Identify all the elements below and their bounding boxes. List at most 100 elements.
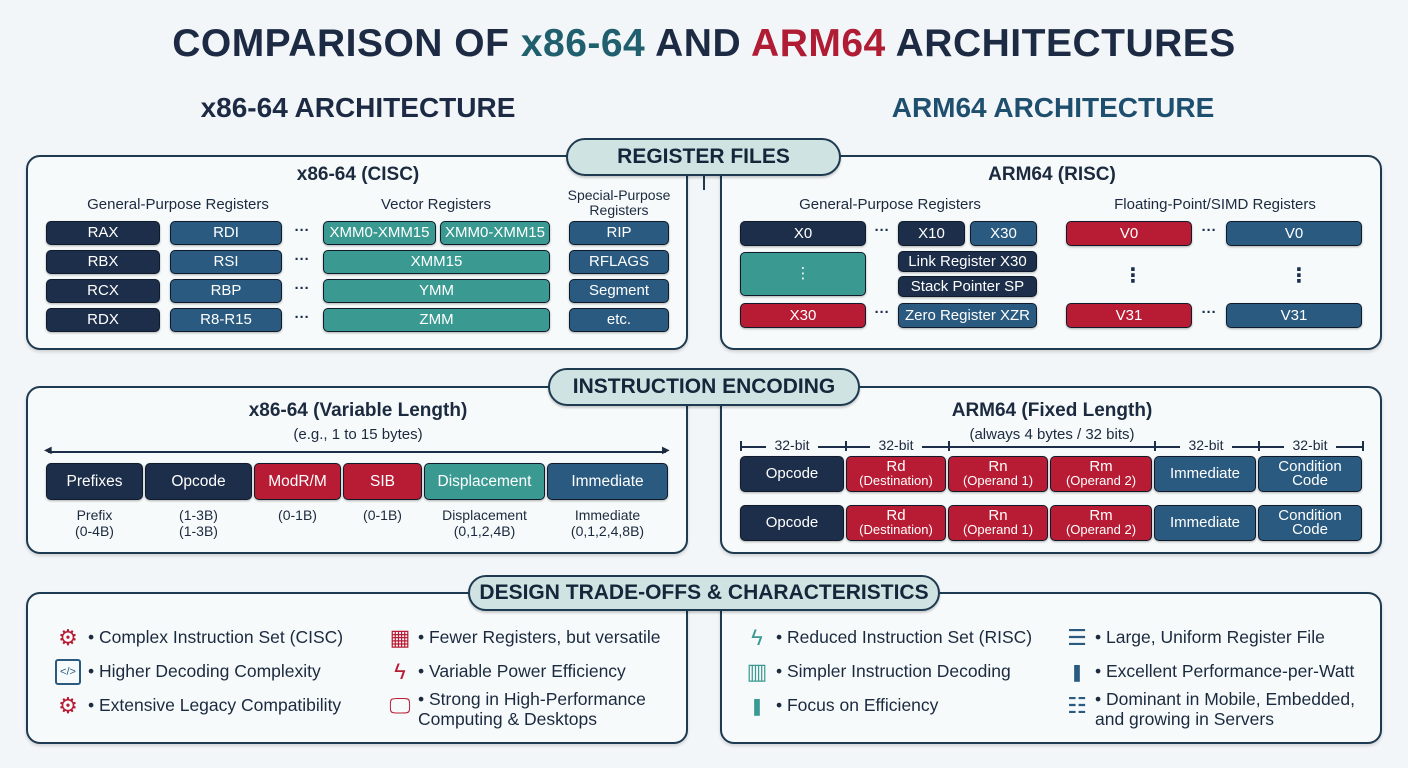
register-box-text: RBP — [210, 282, 242, 299]
encoding-field: Rn(Operand 1) — [948, 505, 1048, 541]
vector-register-box: XMM0-XMM15 — [440, 221, 550, 245]
bit-label-text: 32-bit — [878, 437, 914, 453]
battery-bolt-icon: ▮ — [1072, 659, 1082, 684]
tradeoffs-label: DESIGN TRADE-OFFS & CHARACTERISTICS — [468, 575, 940, 611]
encoding-field: Rm(Operand 2) — [1050, 456, 1152, 492]
register-box-text: X10 — [918, 224, 945, 242]
bit-label-text: 32-bit — [774, 437, 810, 453]
register-box: RCX — [46, 279, 160, 303]
register-box-text: RSI — [213, 253, 239, 270]
bit-tick — [740, 441, 742, 451]
register-files-label: REGISTER FILES — [566, 138, 841, 176]
register-box-text: V0 — [1284, 224, 1304, 242]
tradeoff-text: • Complex Instruction Set (CISC) — [88, 627, 344, 647]
arm-fp-header: Floating-Point/SIMD Registers — [1114, 196, 1316, 213]
tradeoff-item: • Excellent Performance-per-Watt — [1095, 661, 1354, 681]
x86-tradeoffs-panel — [26, 592, 688, 744]
length-arrow — [48, 451, 666, 453]
desktop-monitor-icon: 🖵 — [389, 693, 411, 718]
ellipsis: ··· — [292, 251, 312, 271]
register-box-text: RIP — [606, 224, 632, 241]
register-box-text: V31 — [1115, 306, 1143, 324]
x86-heading: x86-64 ARCHITECTURE — [200, 92, 516, 123]
title-text: COMPARISON OF — [172, 22, 521, 65]
field-size-label: Prefix(0-4B) — [35, 507, 155, 543]
x86-vector-header: Vector Registers — [380, 196, 492, 213]
server-icon: ☷ — [1067, 693, 1087, 718]
register-box: X30 — [970, 221, 1037, 246]
register-box: V31 — [1066, 303, 1192, 328]
field-size-text: Prefix — [76, 507, 113, 523]
tradeoff-text: • Dominant in Mobile, Embedded, — [1095, 689, 1356, 709]
bit-tick — [1154, 441, 1156, 451]
register-box: Zero Register XZR — [898, 303, 1037, 328]
register-box-text: V31 — [1280, 306, 1308, 324]
encoding-field: Rm(Operand 2) — [1050, 505, 1152, 541]
arrow-left-icon: ◀ — [44, 445, 52, 456]
code-window-icon: </> — [55, 659, 81, 685]
encoding-field-text: Opcode — [171, 472, 226, 490]
vector-register-box-text: XMM0-XMM15 — [444, 224, 545, 241]
ellipsis: ··· — [292, 280, 312, 300]
register-box: RFLAGS — [569, 250, 669, 274]
encoding-field-text: (Operand 2) — [1065, 473, 1137, 488]
tradeoff-text: • Simpler Instruction Decoding — [776, 661, 1011, 681]
register-box: Segment — [569, 279, 669, 303]
encoding-field-text: Code — [1292, 521, 1328, 538]
encoding-field: Immediate — [1154, 505, 1256, 541]
register-box: RAX — [46, 221, 160, 245]
vector-register-box-text: YMM — [419, 282, 454, 299]
register-box-text: Zero Register XZR — [904, 306, 1031, 324]
power-lightning-icon: ϟ — [394, 659, 406, 684]
encoding-field: Opcode — [145, 463, 252, 500]
vertical-ellipsis-text: ⋮ — [1123, 265, 1143, 287]
ellipsis-text: ··· — [874, 222, 890, 239]
field-size-text: Immediate — [574, 507, 641, 523]
tradeoff-text: • Focus on Efficiency — [776, 695, 939, 715]
field-size-text: (1-3B) — [179, 523, 218, 539]
encoding-field-text: Condition — [1278, 507, 1342, 524]
title-x86: x86-64 — [520, 22, 646, 65]
arm-tradeoffs-panel — [720, 592, 1382, 744]
register-box: X0 — [740, 221, 866, 246]
register-box: X30 — [740, 303, 866, 328]
vector-register-box: ZMM — [323, 308, 550, 332]
field-size-label: (0-1B) — [238, 507, 358, 543]
tradeoff-item: • Simpler Instruction Decoding — [776, 661, 1011, 681]
encoding-field-text: (Destination) — [859, 522, 933, 537]
encoding-field: Immediate — [547, 463, 668, 500]
register-box-text: RFLAGS — [588, 253, 649, 270]
lightning-icon: ϟ — [751, 625, 763, 650]
register-box-text: etc. — [606, 311, 632, 328]
register-box: V31 — [1226, 303, 1362, 328]
encoding-field-text: Prefixes — [66, 472, 123, 490]
arm-encoding-subtitle: (always 4 bytes / 32 bits) — [969, 426, 1135, 443]
vertical-ellipsis: ⋮ — [1289, 266, 1309, 286]
register-box: RBP — [170, 279, 282, 303]
bit-label-text: 32-bit — [1188, 437, 1224, 453]
bit-tick — [1362, 441, 1364, 451]
ellipsis: ··· — [1199, 222, 1219, 242]
register-box: RIP — [569, 221, 669, 245]
tradeoff-item: • Large, Uniform Register File — [1095, 627, 1325, 647]
encoding-field: Opcode — [740, 505, 844, 541]
bit-label: 32-bit — [766, 437, 818, 455]
x86-special-header: Special-Purpose Registers — [567, 187, 671, 218]
register-box-text: RDX — [87, 311, 119, 328]
ellipsis: ··· — [872, 304, 892, 324]
ellipsis-text: ··· — [1201, 304, 1217, 321]
tradeoff-text: • Strong in High-Performance — [418, 689, 646, 709]
ellipsis: ··· — [1199, 304, 1219, 324]
encoding-field: Rn(Operand 1) — [948, 456, 1048, 492]
bit-label: 32-bit — [1180, 437, 1232, 455]
encoding-field: Immediate — [1154, 456, 1256, 492]
bit-tick — [1258, 441, 1260, 451]
field-size-label: (0-1B) — [323, 507, 443, 543]
encoding-field-text: Rn — [988, 507, 1008, 524]
register-box-text: Link Register X30 — [908, 252, 1027, 270]
encoding-field-text: Displacement — [437, 472, 532, 490]
encoding-field-text: SIB — [370, 472, 395, 490]
field-size-text: Displacement — [442, 507, 527, 523]
register-box: RDX — [46, 308, 160, 332]
